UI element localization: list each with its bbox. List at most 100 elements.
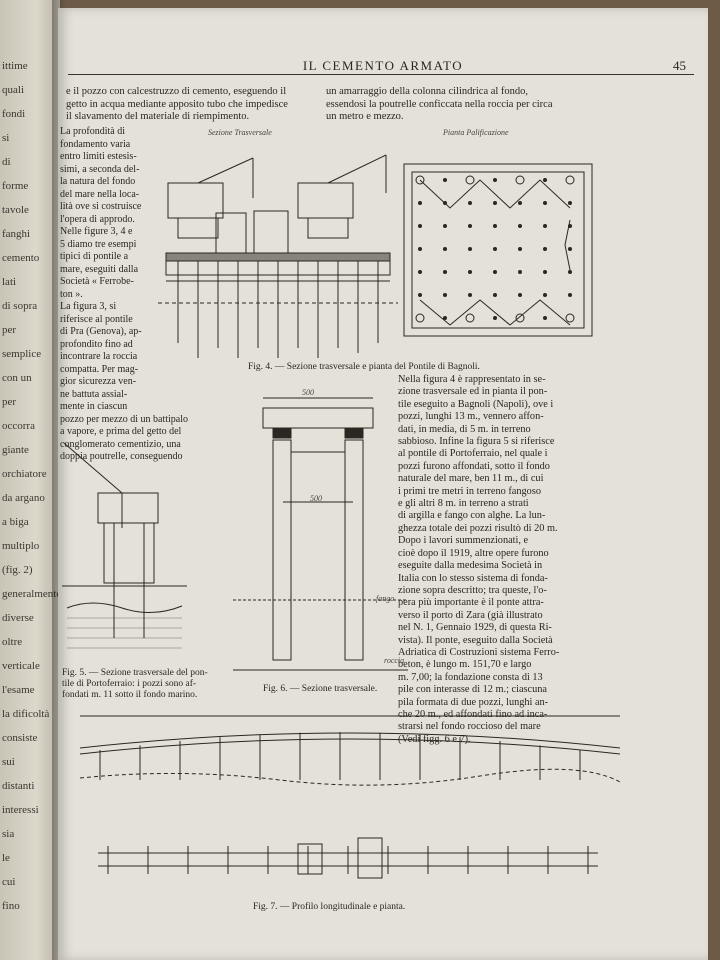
plan-pile-dot [518, 247, 522, 251]
left-page-fragment: si [2, 132, 10, 144]
left-page-fragment: verticale [2, 660, 40, 672]
left-page-fragment: occorra [2, 420, 35, 432]
plan-pile-dot [568, 293, 572, 297]
plan-pile-dot [518, 201, 522, 205]
plan-pile-dot [443, 293, 447, 297]
plan-pile-circle [466, 314, 474, 322]
fig4-plan-drawing [400, 160, 600, 340]
plan-pile-dot [493, 201, 497, 205]
plan-pile-dot [493, 178, 497, 182]
plan-pile-dot [443, 270, 447, 274]
plan-pile-dot [468, 224, 472, 228]
left-page-fragment: di [2, 156, 11, 168]
plan-pile-dot [418, 270, 422, 274]
left-page-fragment: da argano [2, 492, 45, 504]
plan-pile-circle [566, 314, 574, 322]
plan-pile-dot [418, 247, 422, 251]
plan-pile-dot [543, 316, 547, 320]
plan-pile-dot [443, 178, 447, 182]
left-page-fragment: fondi [2, 108, 26, 120]
plan-pile-dot [568, 224, 572, 228]
fig6-caption: Fig. 6. — Sezione trasversale. [263, 684, 378, 694]
plan-pile-circle [416, 176, 424, 184]
left-page-fragment: interessi [2, 804, 39, 816]
plan-pile-dot [543, 178, 547, 182]
left-page-fragment: ittime [2, 60, 28, 72]
plan-pile-dot [543, 293, 547, 297]
left-page-fragment: le [2, 852, 10, 864]
left-page-fragment: (fig. 2) [2, 564, 33, 576]
fig4-section-drawing [158, 143, 398, 368]
plan-pile-dot [493, 316, 497, 320]
plan-pile-dot [418, 224, 422, 228]
left-page-fragment: fino [2, 900, 20, 912]
plan-pile-dot [493, 270, 497, 274]
plan-pile-dot [468, 293, 472, 297]
fig4-plan-label: Pianta Palificazione [443, 128, 509, 137]
left-page-fragment: orchiatore [2, 468, 47, 480]
plan-pile-dot [443, 316, 447, 320]
page-number: 45 [673, 58, 686, 73]
fig6-label-roccia: roccia [384, 656, 405, 665]
fig7-caption: Fig. 7. — Profilo longitudinale e pianta… [253, 902, 406, 912]
left-page-fragment: distanti [2, 780, 35, 792]
fig4-caption: Fig. 4. — Sezione trasversale e pianta d… [248, 362, 480, 372]
left-page-fragment: per [2, 396, 17, 408]
left-page-fragment: lati [2, 276, 17, 288]
plan-pile-circle [516, 314, 524, 322]
left-page-fragment: multiplo [2, 540, 40, 552]
fig4-section-label: Sezione Trasversale [208, 128, 272, 137]
plan-pile-dot [518, 270, 522, 274]
plan-pile-dot [493, 247, 497, 251]
plan-pile-dot [518, 224, 522, 228]
fig6-dim-mid: 500 [310, 494, 322, 503]
plan-pile-dot [493, 293, 497, 297]
magazine-page: IL CEMENTO ARMATO 45 e il pozzo con calc… [58, 8, 708, 960]
fig5-caption: Fig. 5. — Sezione trasversale del pon- t… [62, 668, 208, 700]
left-page-fragment: oltre [2, 636, 23, 648]
left-page-fragment: cui [2, 876, 16, 888]
left-page-fragment: con un [2, 372, 32, 384]
running-header: IL CEMENTO ARMATO [302, 58, 464, 73]
plan-pile-dot [493, 224, 497, 228]
plan-pile-dot [518, 293, 522, 297]
plan-pile-dot [543, 247, 547, 251]
plan-pile-circle [466, 176, 474, 184]
fig7-profile-drawing [80, 708, 620, 808]
fig6-drawing [233, 390, 408, 680]
plan-pile-circle [566, 176, 574, 184]
left-page-fragment: quali [2, 84, 24, 96]
plan-pile-dot [568, 270, 572, 274]
fig6-dim-top: 500 [302, 388, 314, 397]
fig7-plan-drawing [88, 828, 608, 888]
left-page-fragment: forme [2, 180, 29, 192]
plan-pile-circle [416, 314, 424, 322]
left-page-fragment: generalmente [2, 588, 60, 600]
plan-pile-dot [443, 201, 447, 205]
left-page-fragment: la dificoltà [2, 708, 50, 720]
left-page-fragment: giante [2, 444, 29, 456]
left-page-fragment: tavole [2, 204, 29, 216]
plan-pile-dot [543, 270, 547, 274]
left-page-fragment: di sopra [2, 300, 38, 312]
left-page-fragment: sui [2, 756, 15, 768]
plan-pile-dot [443, 224, 447, 228]
left-page-fragment: per [2, 324, 17, 336]
left-page-fragment: cemento [2, 252, 40, 264]
plan-pile-circle [516, 176, 524, 184]
plan-pile-dot [468, 270, 472, 274]
left-page-fragment: l'esame [2, 684, 35, 696]
plan-pile-dot [543, 201, 547, 205]
left-page-fragment: diverse [2, 612, 34, 624]
left-page-fragment: fanghi [2, 228, 31, 240]
plan-pile-dot [468, 201, 472, 205]
fig5-drawing [62, 438, 187, 663]
top-right-text: un amarraggio della colonna cilindrica a… [326, 86, 553, 123]
left-page-edge: ittime quali fondi si di forme tavole fanghi cem… [0, 0, 60, 960]
plan-pile-dot [418, 201, 422, 205]
header-rule [68, 74, 694, 75]
plan-pile-dot [568, 247, 572, 251]
top-left-text: e il pozzo con calcestruzzo di cemento, … [66, 86, 288, 123]
plan-pile-dot [543, 224, 547, 228]
plan-pile-dot [468, 247, 472, 251]
